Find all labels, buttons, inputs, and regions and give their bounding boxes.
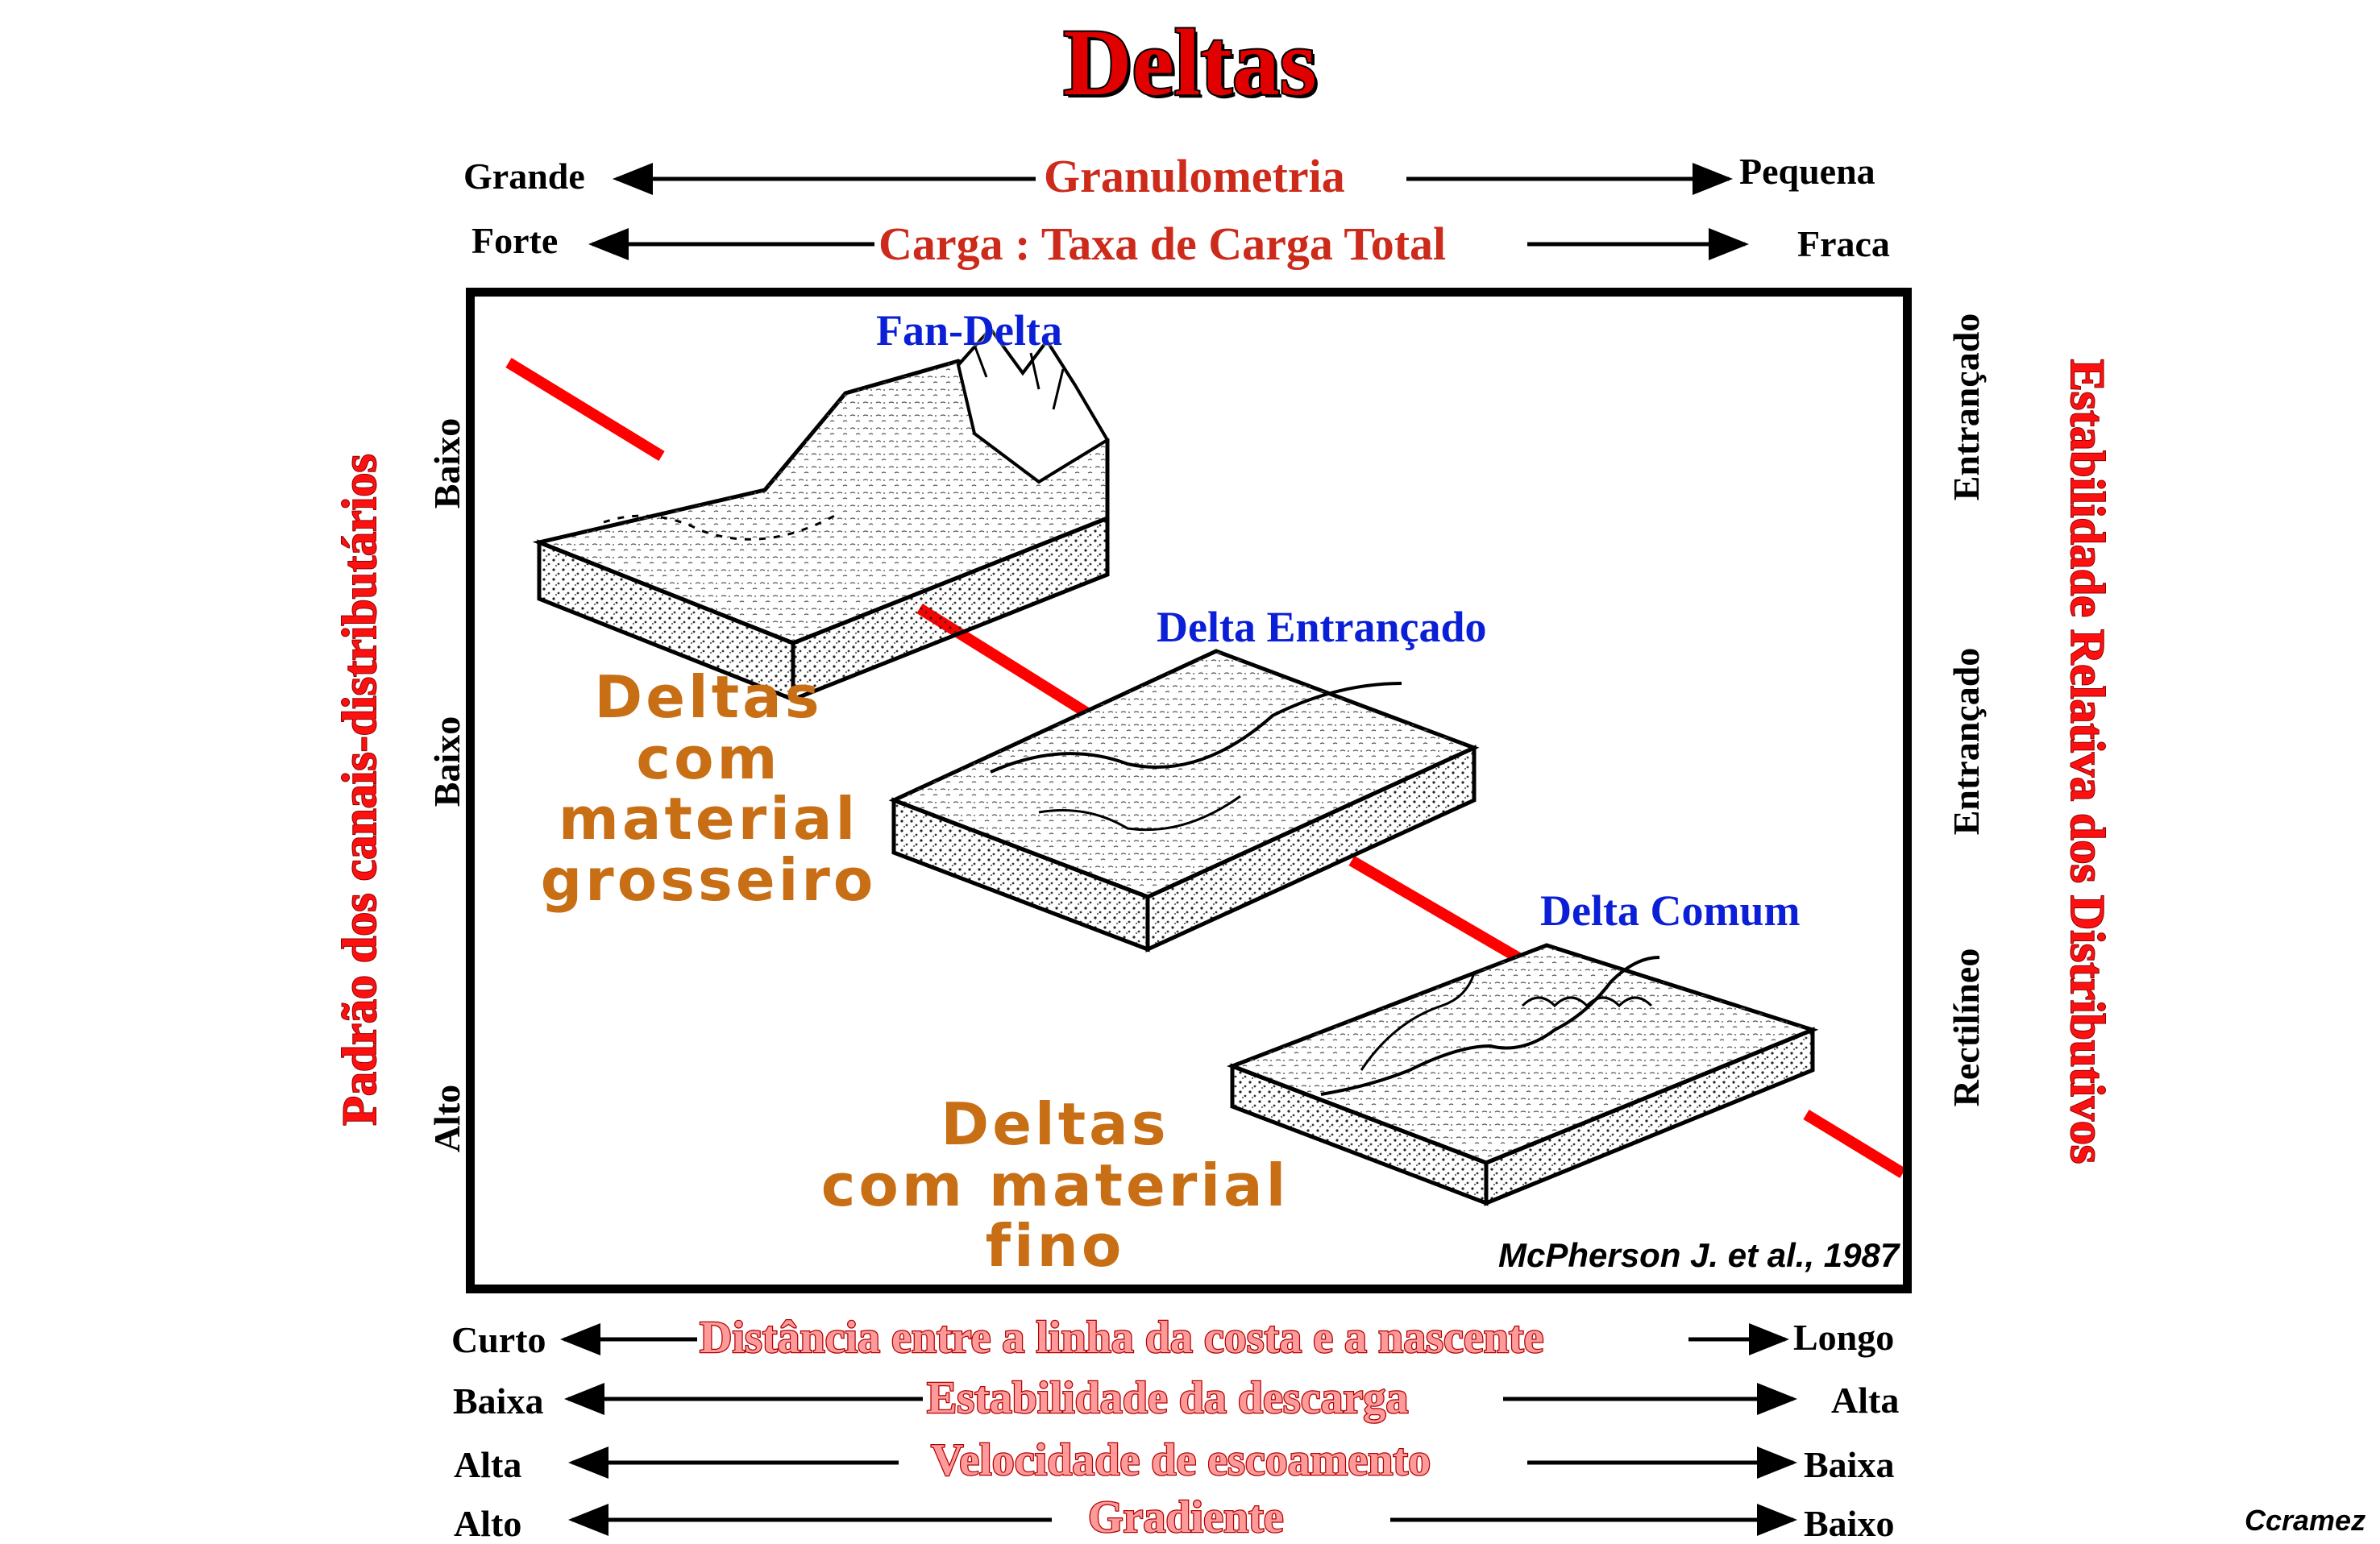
diagram-frame: Fan-Delta Delta Entrançado Delta Comum D… <box>466 288 1912 1293</box>
right-axis-title: Estabilidade Relativa dos Distributivos <box>2060 359 2115 1164</box>
page-title: Deltas <box>1061 8 1319 117</box>
right-axis-level-top: Entrançado <box>1946 313 1987 501</box>
fan-delta-block <box>532 326 1110 703</box>
descarga-label: Estabilidade da descarga <box>926 1373 1410 1423</box>
coarse-line-3: grosseiro <box>540 845 877 914</box>
divider-line-3 <box>1348 855 1540 974</box>
right-axis-level-middle: Entrançado <box>1946 647 1987 836</box>
left-axis-level-bottom: Alto <box>426 1084 467 1153</box>
block-diagrams <box>505 326 1903 1206</box>
delta-entrancado-block <box>888 649 1480 953</box>
fine-material-label: Deltas com material fino <box>765 1094 1345 1277</box>
gradiente-right-label: Baixo <box>1804 1503 1895 1544</box>
coarse-material-label: Deltas com material grosseiro <box>475 663 942 914</box>
citation: McPherson J. et al., 1987 <box>1498 1236 1900 1274</box>
velocidade-right-label: Baixa <box>1804 1444 1895 1485</box>
divider-line-1 <box>505 358 665 461</box>
distancia-left-label: Curto <box>451 1319 546 1360</box>
velocidade-label: Velocidade de escoamento <box>930 1435 1432 1485</box>
gradiente-left-label: Alto <box>454 1503 522 1544</box>
coarse-line-1: Deltas <box>594 663 823 731</box>
descarga-left-label: Baixa <box>453 1380 544 1422</box>
delta-comum-block <box>1227 943 1819 1206</box>
author-signature: Ccramez <box>2245 1504 2366 1537</box>
fine-line-2: com material fino <box>820 1151 1290 1280</box>
left-axis-title: Padrão dos canais-distributários <box>332 453 387 1126</box>
carga-label: Carga : Taxa de Carga Total <box>878 218 1447 270</box>
granulometria-label: Granulometria <box>1044 150 1345 202</box>
delta-comum-label: Delta Comum <box>1540 886 1801 935</box>
left-axis-level-top: Baixo <box>426 417 467 509</box>
carga-right-label: Fraca <box>1797 223 1890 264</box>
fan-delta-label: Fan-Delta <box>876 306 1062 355</box>
right-axis-level-bottom: Rectilíneo <box>1946 948 1987 1107</box>
divider-line-4 <box>1803 1110 1903 1178</box>
carga-left-label: Forte <box>471 220 559 261</box>
gradiente-label: Gradiente <box>1087 1492 1285 1542</box>
granulometria-right-label: Pequena <box>1739 151 1875 192</box>
fine-line-1: Deltas <box>941 1090 1169 1158</box>
coarse-line-2: com material <box>558 724 859 853</box>
descarga-right-label: Alta <box>1831 1380 1900 1421</box>
distancia-label: Distância entre a linha da costa e a nas… <box>699 1313 1545 1363</box>
left-axis-level-middle: Baixo <box>426 716 467 807</box>
distancia-right-label: Longo <box>1793 1317 1895 1358</box>
velocidade-left-label: Alta <box>454 1444 522 1485</box>
delta-entrancado-label: Delta Entrançado <box>1157 603 1487 651</box>
granulometria-left-label: Grande <box>463 156 585 197</box>
